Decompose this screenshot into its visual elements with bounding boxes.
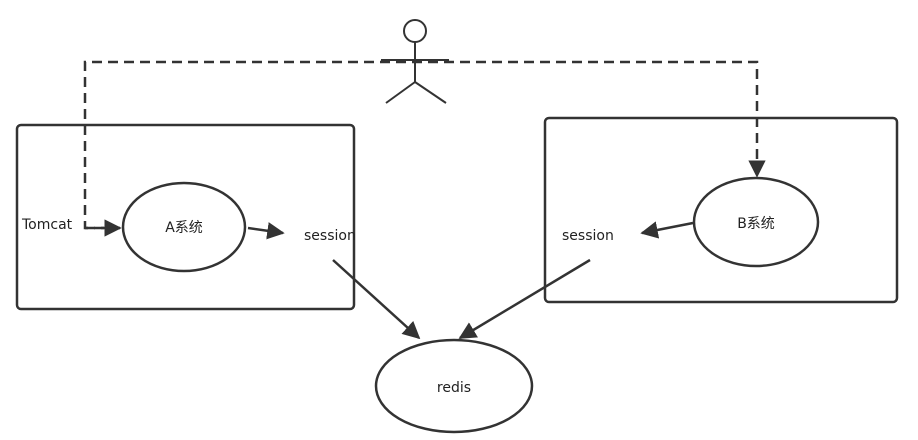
system-a-label: A系统 [165,220,203,236]
arrow-session-b-to-redis [458,258,591,340]
redis-node [374,338,534,434]
system-a-node [121,181,247,273]
server-b-box [543,116,899,304]
user-actor-icon [381,19,449,104]
tomcat-server-a-box [15,123,356,311]
tomcat-label: Tomcat [21,217,73,233]
redis-label: redis [437,380,471,396]
session-b-label: session [562,228,614,244]
system-b-label: B系统 [737,216,775,232]
session-a-label: session [304,228,356,244]
system-b-node [692,176,820,268]
arrow-system-b-to-session [640,221,694,239]
arrow-session-a-to-redis [332,259,421,340]
arrow-system-a-to-session [247,222,285,240]
request-path-dashed-line [83,60,766,230]
